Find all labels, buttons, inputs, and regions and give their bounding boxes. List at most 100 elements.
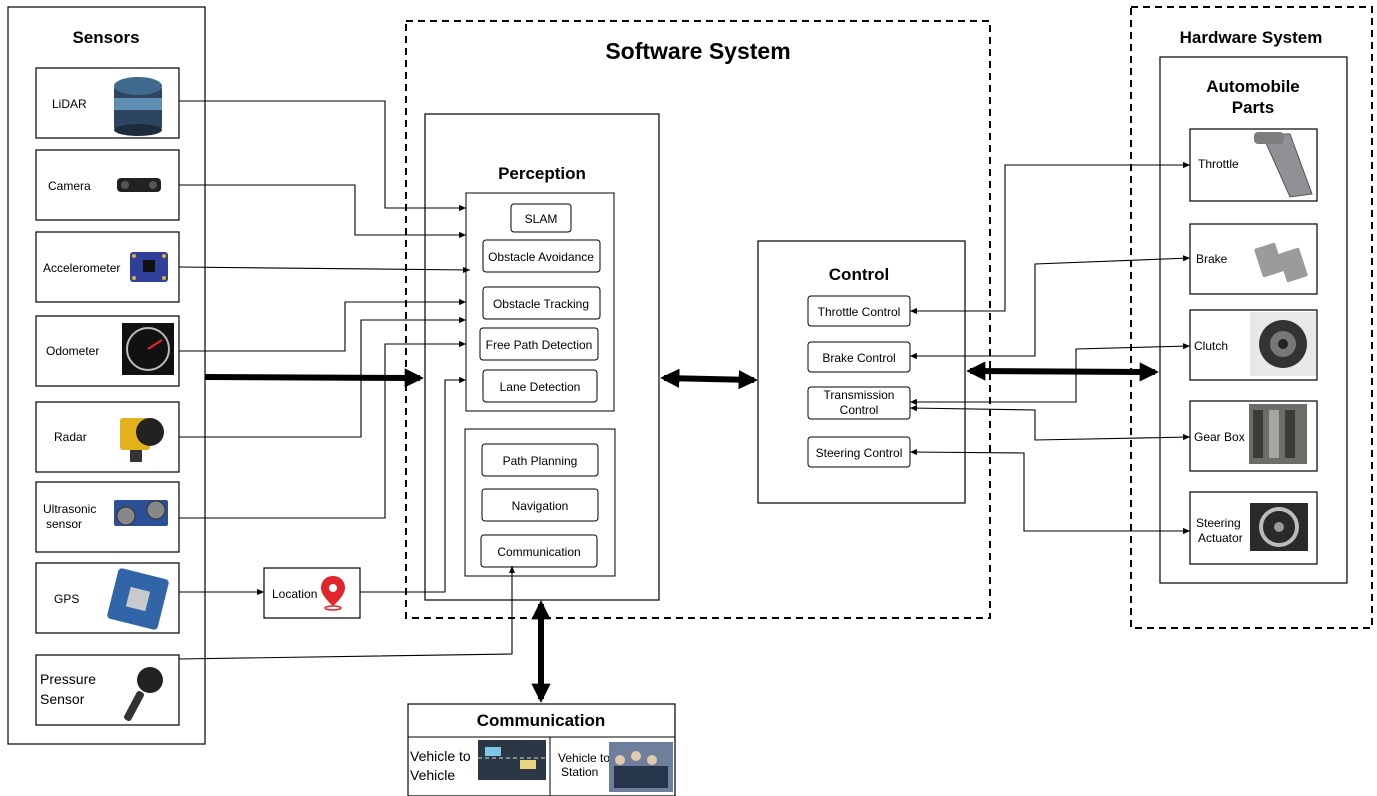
- perception-item-obstacle-tracking: Obstacle Tracking: [482, 286, 601, 320]
- planning-item-navigation: Navigation: [481, 488, 599, 522]
- part-steering-actuator: Steering Actuator: [1189, 491, 1318, 565]
- part-clutch: Clutch: [1189, 309, 1318, 381]
- planning-item-navigation-label: Navigation: [512, 499, 569, 513]
- perception-item-slam: SLAM: [510, 203, 572, 233]
- sensor-pressure-label-line1: Pressure: [40, 671, 96, 687]
- control-item-transmission-label-line1: Transmission: [824, 388, 895, 402]
- connector-lidar: [179, 100, 466, 212]
- automobile-parts-title-line1: Automobile: [1206, 77, 1300, 96]
- ultrasonic-sensor-icon: [114, 500, 168, 526]
- communication-panel: Communication Vehicle to Vehicle Vehicle…: [407, 703, 676, 796]
- perception-title: Perception: [498, 164, 586, 183]
- brake-pedal-icon: [1254, 242, 1308, 283]
- part-throttle: Throttle: [1189, 128, 1318, 202]
- part-steering-label-line2: Actuator: [1198, 531, 1243, 545]
- hardware-system-frame: [1130, 6, 1373, 629]
- perception-item-obstacle-tracking-label: Obstacle Tracking: [493, 297, 589, 311]
- sensor-lidar: LiDAR: [35, 67, 180, 139]
- perception-item-slam-label: SLAM: [525, 212, 558, 226]
- control-item-throttle-label: Throttle Control: [818, 305, 901, 319]
- sensor-camera: Camera: [35, 149, 180, 221]
- sensor-gps: GPS: [35, 562, 180, 634]
- sensor-connectors: [178, 100, 516, 660]
- control-title: Control: [829, 265, 889, 284]
- perception-item-free-path-detection-label: Free Path Detection: [486, 338, 593, 352]
- sensor-pressure-label-line2: Sensor: [40, 691, 85, 707]
- sensor-radar: Radar: [35, 401, 180, 473]
- location-pin-icon: [321, 576, 345, 611]
- part-steering-label-line1: Steering: [1196, 516, 1241, 530]
- perception-item-lane-detection-label: Lane Detection: [500, 380, 581, 394]
- hardware-system: Hardware System Automobile Parts Throttl…: [1130, 6, 1373, 629]
- gps-module-icon: [107, 568, 169, 630]
- arrow-perception-control: [660, 368, 758, 390]
- perception-item-obstacle-avoidance: Obstacle Avoidance: [482, 239, 601, 273]
- sensor-gps-label: GPS: [54, 592, 79, 606]
- camera-icon: [117, 178, 161, 192]
- connector-location: [360, 376, 466, 593]
- clutch-icon: [1250, 312, 1316, 376]
- arrow-sensors-to-perception: [204, 368, 424, 388]
- planning-item-path-planning-label: Path Planning: [503, 454, 578, 468]
- connector-odometer: [179, 298, 466, 352]
- v2s-label-line2: Station: [561, 765, 598, 779]
- sensor-odometer-label: Odometer: [46, 344, 99, 358]
- automobile-parts-title-line2: Parts: [1232, 98, 1275, 117]
- v2v-label-line1: Vehicle to: [410, 748, 471, 764]
- part-clutch-label: Clutch: [1194, 339, 1228, 353]
- v2v-road-icon: [478, 740, 546, 780]
- sensors-title: Sensors: [72, 28, 139, 47]
- major-flow-arrows: [204, 361, 1159, 703]
- sensor-radar-label: Radar: [54, 430, 87, 444]
- connector-steering: [909, 448, 1190, 535]
- v2s-label-line1: Vehicle to: [558, 751, 610, 765]
- radar-icon: [120, 418, 164, 462]
- odometer-icon: [122, 323, 174, 375]
- location-box: Location: [263, 567, 361, 619]
- part-brake-label: Brake: [1196, 252, 1228, 266]
- connector-accelerometer: [178, 266, 471, 274]
- software-system-title: Software System: [605, 38, 790, 64]
- connector-camera: [179, 184, 466, 239]
- control-item-brake: Brake Control: [807, 341, 911, 373]
- sensor-lidar-label: LiDAR: [52, 97, 87, 111]
- throttle-pedal-icon: [1254, 132, 1313, 198]
- location-label: Location: [272, 587, 317, 601]
- control-item-throttle: Throttle Control: [807, 295, 911, 327]
- part-throttle-label: Throttle: [1198, 157, 1239, 171]
- sensor-odometer: Odometer: [35, 315, 180, 387]
- sensor-accelerometer-label: Accelerometer: [43, 261, 120, 275]
- connector-pressure: [178, 566, 516, 660]
- connector-ultrasonic: [179, 340, 466, 519]
- sensor-camera-label: Camera: [48, 179, 91, 193]
- control-item-steering-label: Steering Control: [816, 446, 903, 460]
- connector-gear-box: [909, 405, 1191, 441]
- gearbox-icon: [1249, 404, 1307, 464]
- control-item-steering: Steering Control: [807, 436, 911, 468]
- hardware-system-title: Hardware System: [1180, 28, 1323, 47]
- accelerometer-icon: [130, 252, 168, 282]
- perception-item-free-path-detection: Free Path Detection: [479, 327, 599, 361]
- software-system: Software System Perception SLAM Obstacle…: [405, 20, 991, 619]
- part-gear-box-label: Gear Box: [1194, 430, 1245, 444]
- sensor-ultrasonic-label-line1: Ultrasonic: [43, 502, 96, 516]
- perception-item-lane-detection: Lane Detection: [482, 369, 598, 403]
- planning-item-path-planning: Path Planning: [481, 443, 599, 477]
- sensors-panel: Sensors LiDAR Camera Accele: [7, 6, 206, 745]
- control-item-transmission: Transmission Control: [807, 386, 911, 420]
- planning-item-communication-label: Communication: [497, 545, 580, 559]
- planning-item-communication: Communication: [480, 534, 598, 568]
- control-item-brake-label: Brake Control: [822, 351, 895, 365]
- part-brake: Brake: [1189, 223, 1318, 295]
- lidar-icon: [114, 77, 162, 136]
- v2v-label-line2: Vehicle: [410, 767, 455, 783]
- sensor-ultrasonic-label-line2: sensor: [46, 517, 82, 531]
- part-gear-box: Gear Box: [1189, 400, 1318, 472]
- control-item-transmission-label-line2: Control: [840, 403, 879, 417]
- steering-wheel-icon: [1250, 503, 1308, 551]
- v2s-crowd-icon: [609, 742, 673, 792]
- communication-title: Communication: [477, 711, 605, 730]
- arrow-control-hardware: [966, 361, 1159, 382]
- sensor-pressure: Pressure Sensor: [35, 654, 180, 726]
